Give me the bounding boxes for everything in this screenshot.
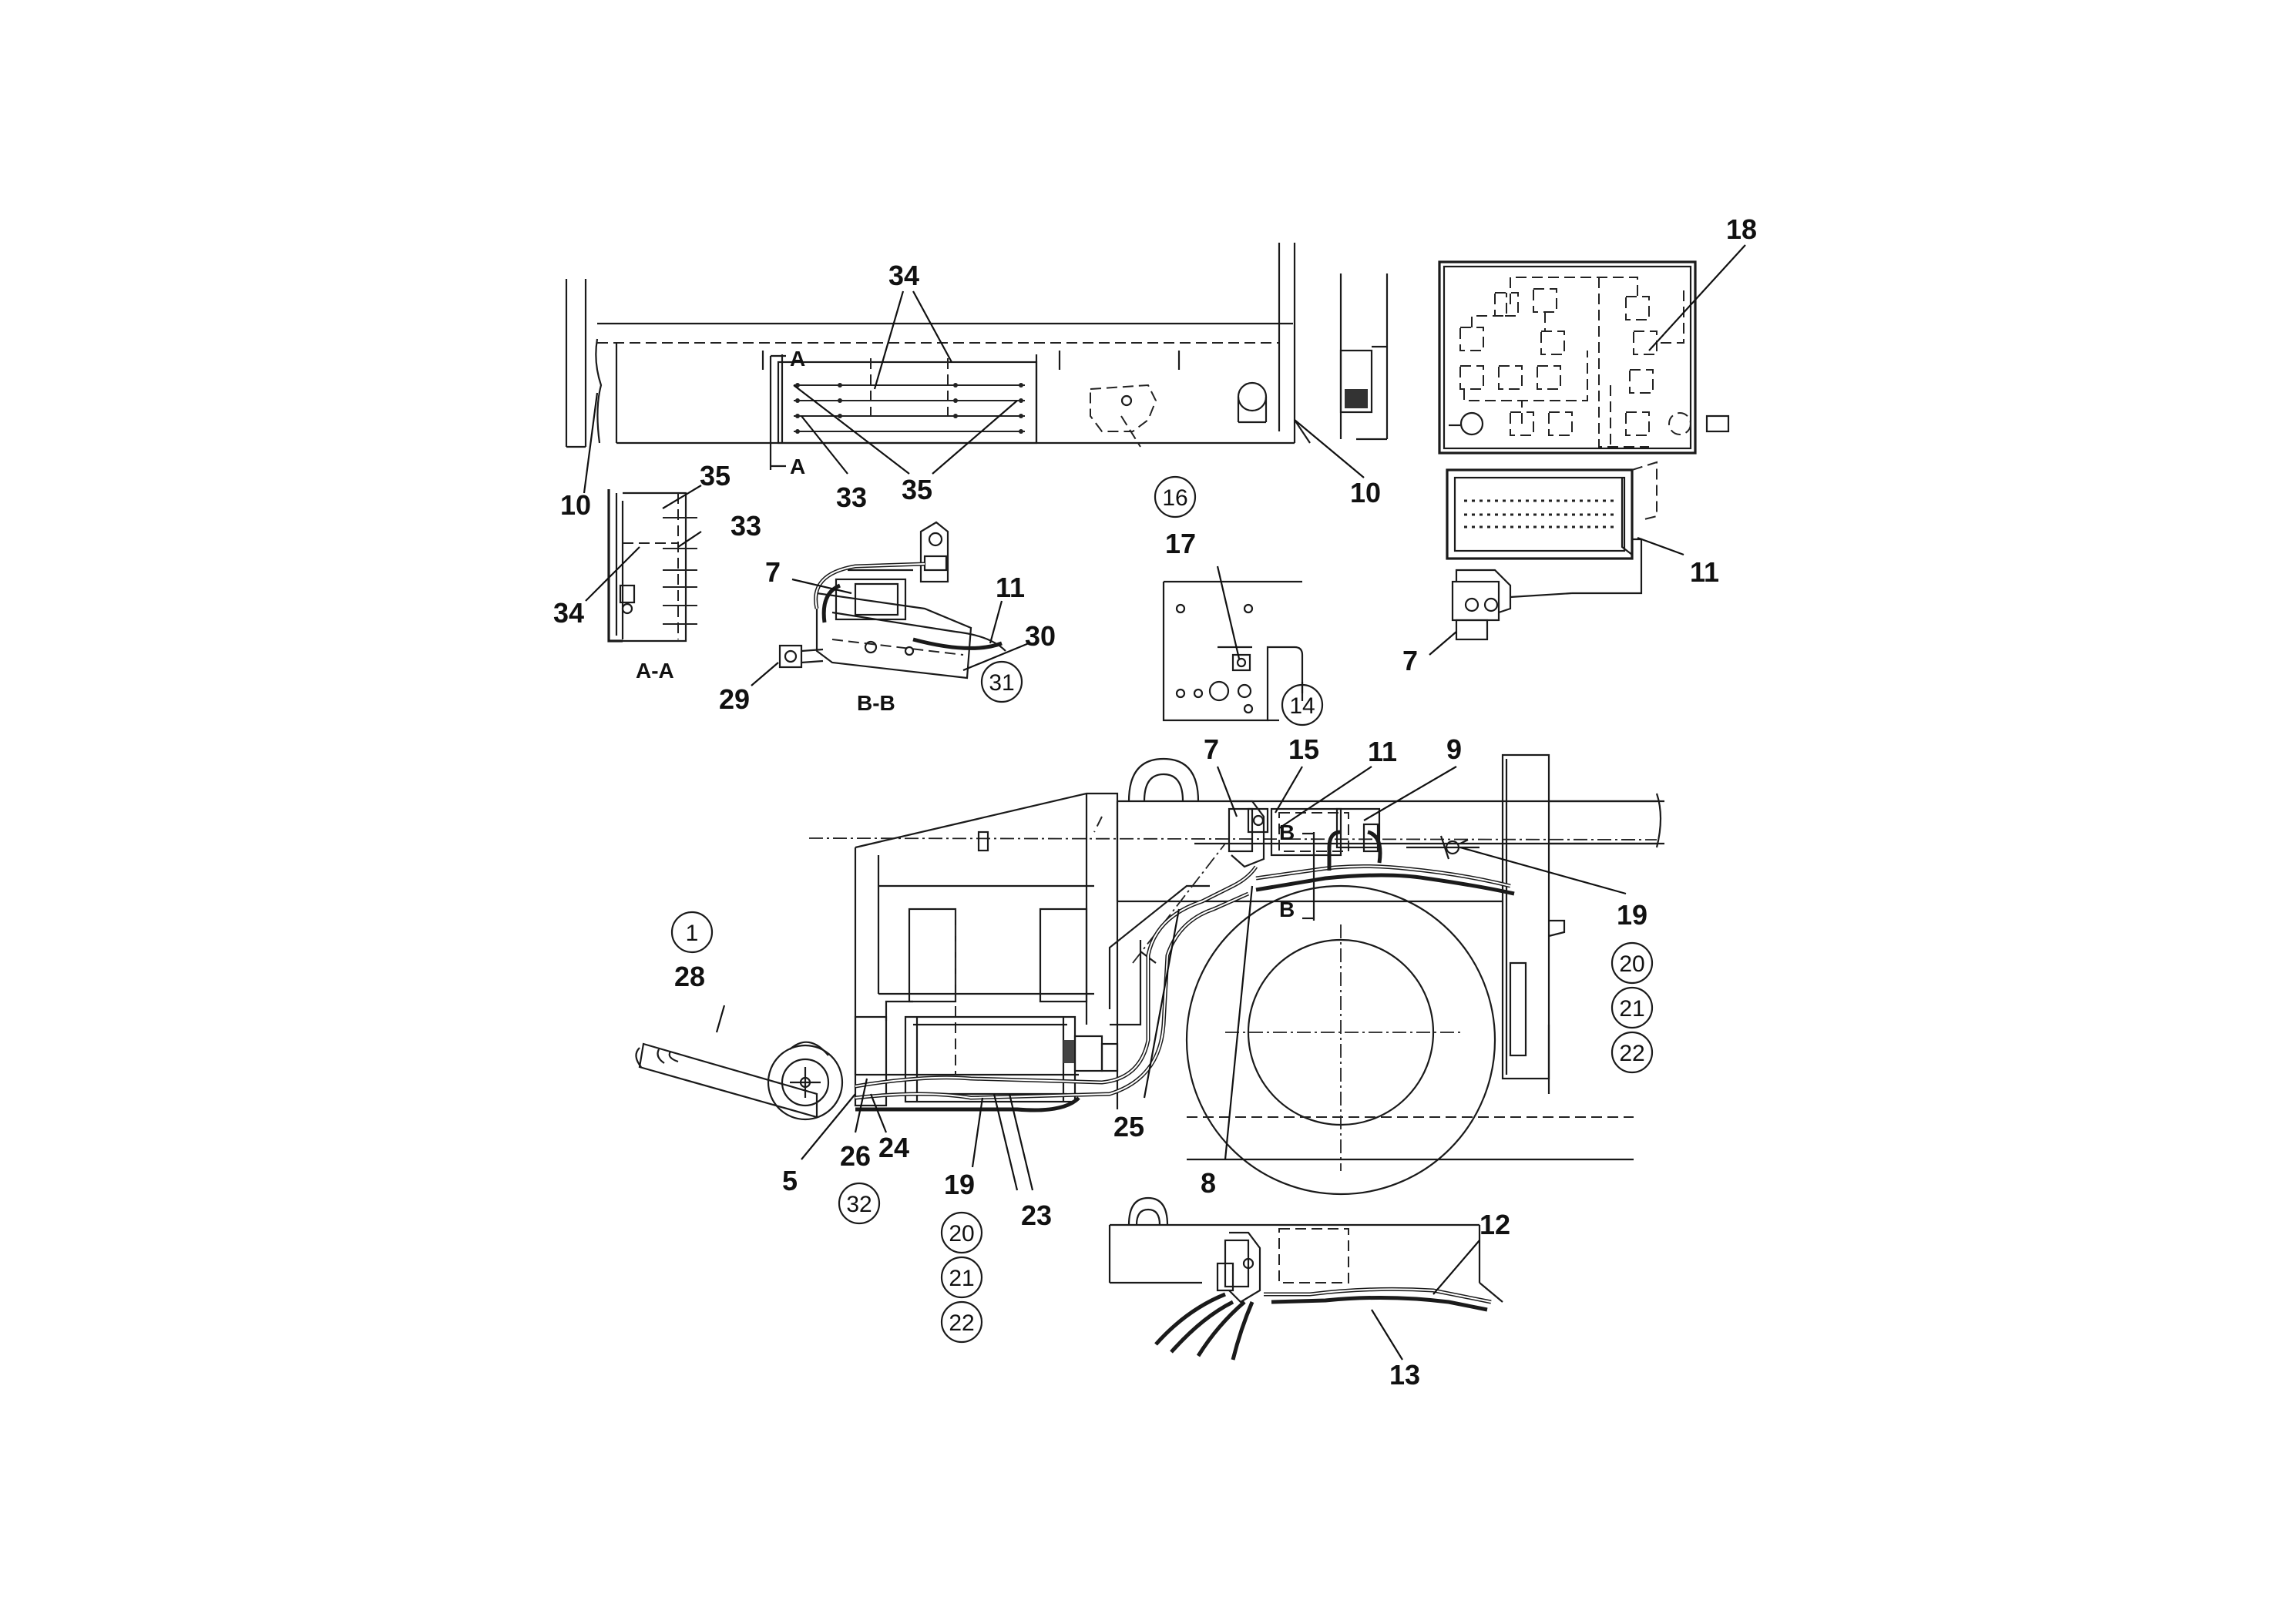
label-10-left: 10	[560, 489, 591, 521]
label-25: 25	[1113, 1111, 1144, 1143]
circled-22-bottom: 22	[949, 1310, 974, 1336]
circled-21-bottom: 21	[949, 1266, 974, 1291]
section-b-top: B	[1279, 820, 1295, 844]
circled-31: 31	[989, 670, 1014, 696]
label-11-main: 11	[1368, 736, 1397, 767]
aa-label-33: 33	[731, 510, 761, 542]
label-7-main: 7	[1204, 733, 1219, 765]
circled-20-right: 20	[1619, 951, 1644, 977]
connector-block	[1446, 461, 1658, 641]
label-10-right: 10	[1350, 477, 1381, 508]
bb-label-7: 7	[765, 556, 781, 588]
label-33-top: 33	[836, 481, 867, 513]
leader-lines	[583, 244, 1746, 1361]
aa-label-34: 34	[553, 597, 584, 629]
bottom-detail	[1108, 1196, 1503, 1361]
label-7-panel: 7	[1402, 645, 1418, 676]
label-23: 23	[1021, 1200, 1052, 1231]
detail-plate	[1162, 580, 1304, 722]
section-a-a	[607, 489, 697, 643]
aa-label-35: 35	[700, 460, 731, 492]
circled-32: 32	[846, 1192, 872, 1217]
bb-label-30: 30	[1025, 620, 1056, 652]
aa-section-title: A-A	[636, 659, 674, 683]
frame-top-view	[565, 243, 1389, 470]
label-19-right: 19	[1617, 899, 1647, 931]
label-17: 17	[1165, 528, 1196, 559]
circled-callouts: 16 31 14 1 20 21 22 32 20 21 22	[670, 475, 1654, 1344]
circled-21-right: 21	[1619, 996, 1644, 1022]
bb-label-29: 29	[719, 683, 750, 715]
main-assembly	[635, 753, 1664, 1196]
label-11-panel: 11	[1690, 556, 1719, 588]
label-24: 24	[878, 1132, 909, 1163]
section-b-b	[778, 521, 1006, 679]
label-28: 28	[674, 961, 705, 992]
label-18: 18	[1726, 213, 1757, 245]
label-19-bottom: 19	[944, 1169, 975, 1200]
section-a-top: A	[790, 347, 805, 371]
label-15: 15	[1288, 733, 1319, 765]
electrical-panel	[1438, 260, 1730, 455]
circled-20-bottom: 20	[949, 1221, 974, 1247]
section-a-bottom: A	[790, 455, 805, 478]
label-26: 26	[840, 1140, 871, 1172]
circled-14: 14	[1289, 693, 1315, 719]
circled-1: 1	[686, 921, 699, 946]
circled-22-right: 22	[1619, 1041, 1644, 1066]
bb-section-title: B-B	[857, 691, 895, 715]
label-12: 12	[1480, 1209, 1510, 1240]
label-8: 8	[1201, 1167, 1216, 1199]
label-9: 9	[1446, 733, 1462, 765]
bb-label-11: 11	[996, 572, 1025, 603]
callout-labels: 34 10 33 35 10 A A 35 33 34 A-A 7 11 30 …	[553, 213, 1757, 1391]
label-5: 5	[782, 1165, 798, 1196]
label-35-top: 35	[902, 474, 932, 505]
label-13: 13	[1389, 1359, 1420, 1391]
circled-16: 16	[1162, 485, 1187, 511]
section-b-bottom: B	[1279, 898, 1295, 921]
label-34-top: 34	[888, 260, 919, 291]
